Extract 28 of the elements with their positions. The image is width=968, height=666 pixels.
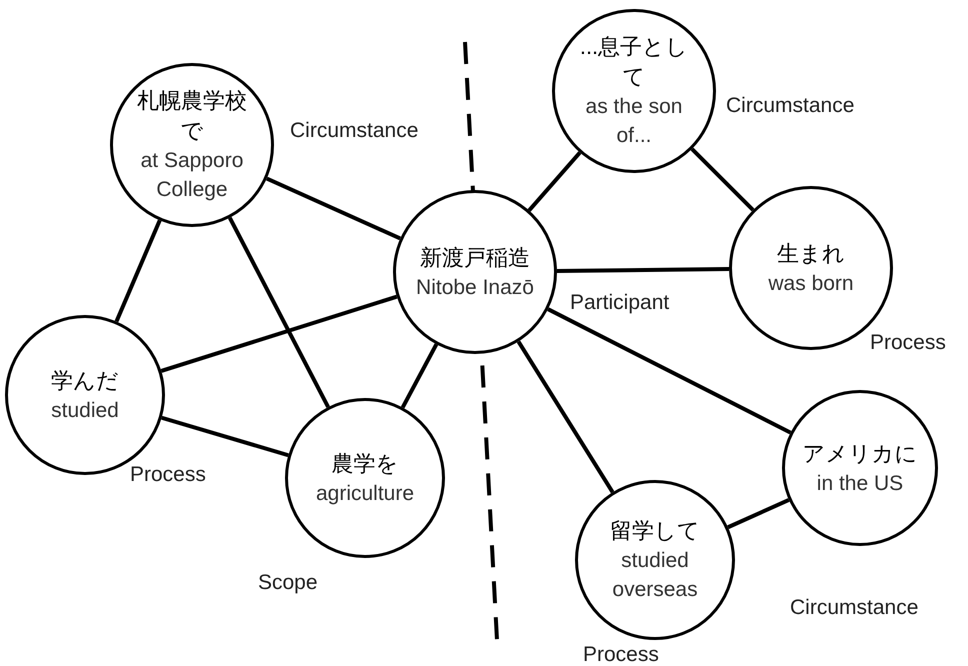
japanese-text: ...息子として [578,33,690,91]
japanese-text: 学んだ [51,366,119,394]
connector-line [400,343,438,408]
connector-line [556,266,730,274]
connector-line [161,416,289,458]
english-text: agriculture [316,480,414,506]
japanese-text: 生まれ [777,240,845,268]
english-text: studied overseas [611,548,699,603]
english-text: studied [51,398,119,424]
english-text: Nitobe Inazō [416,274,534,300]
english-text: was born [768,270,854,296]
connector-line [228,216,330,408]
connector-line [516,340,614,494]
japanese-text: 新渡戸稲造 [420,244,530,272]
english-text: in the US [816,470,904,496]
connector-line [547,307,792,434]
connector-line [266,176,401,240]
connector-line [727,498,790,530]
english-text: as the son of... [584,94,684,149]
connector-line [160,294,398,373]
connector-line [690,148,754,212]
japanese-text: 農学を [332,450,398,478]
connector-line [528,151,582,212]
japanese-text: 留学して [610,517,700,545]
japanese-text: 札幌農学校で [136,87,248,145]
japanese-text: アメリカに [802,440,918,468]
connector-line [114,220,162,322]
english-text: at Sapporo College [140,148,244,203]
